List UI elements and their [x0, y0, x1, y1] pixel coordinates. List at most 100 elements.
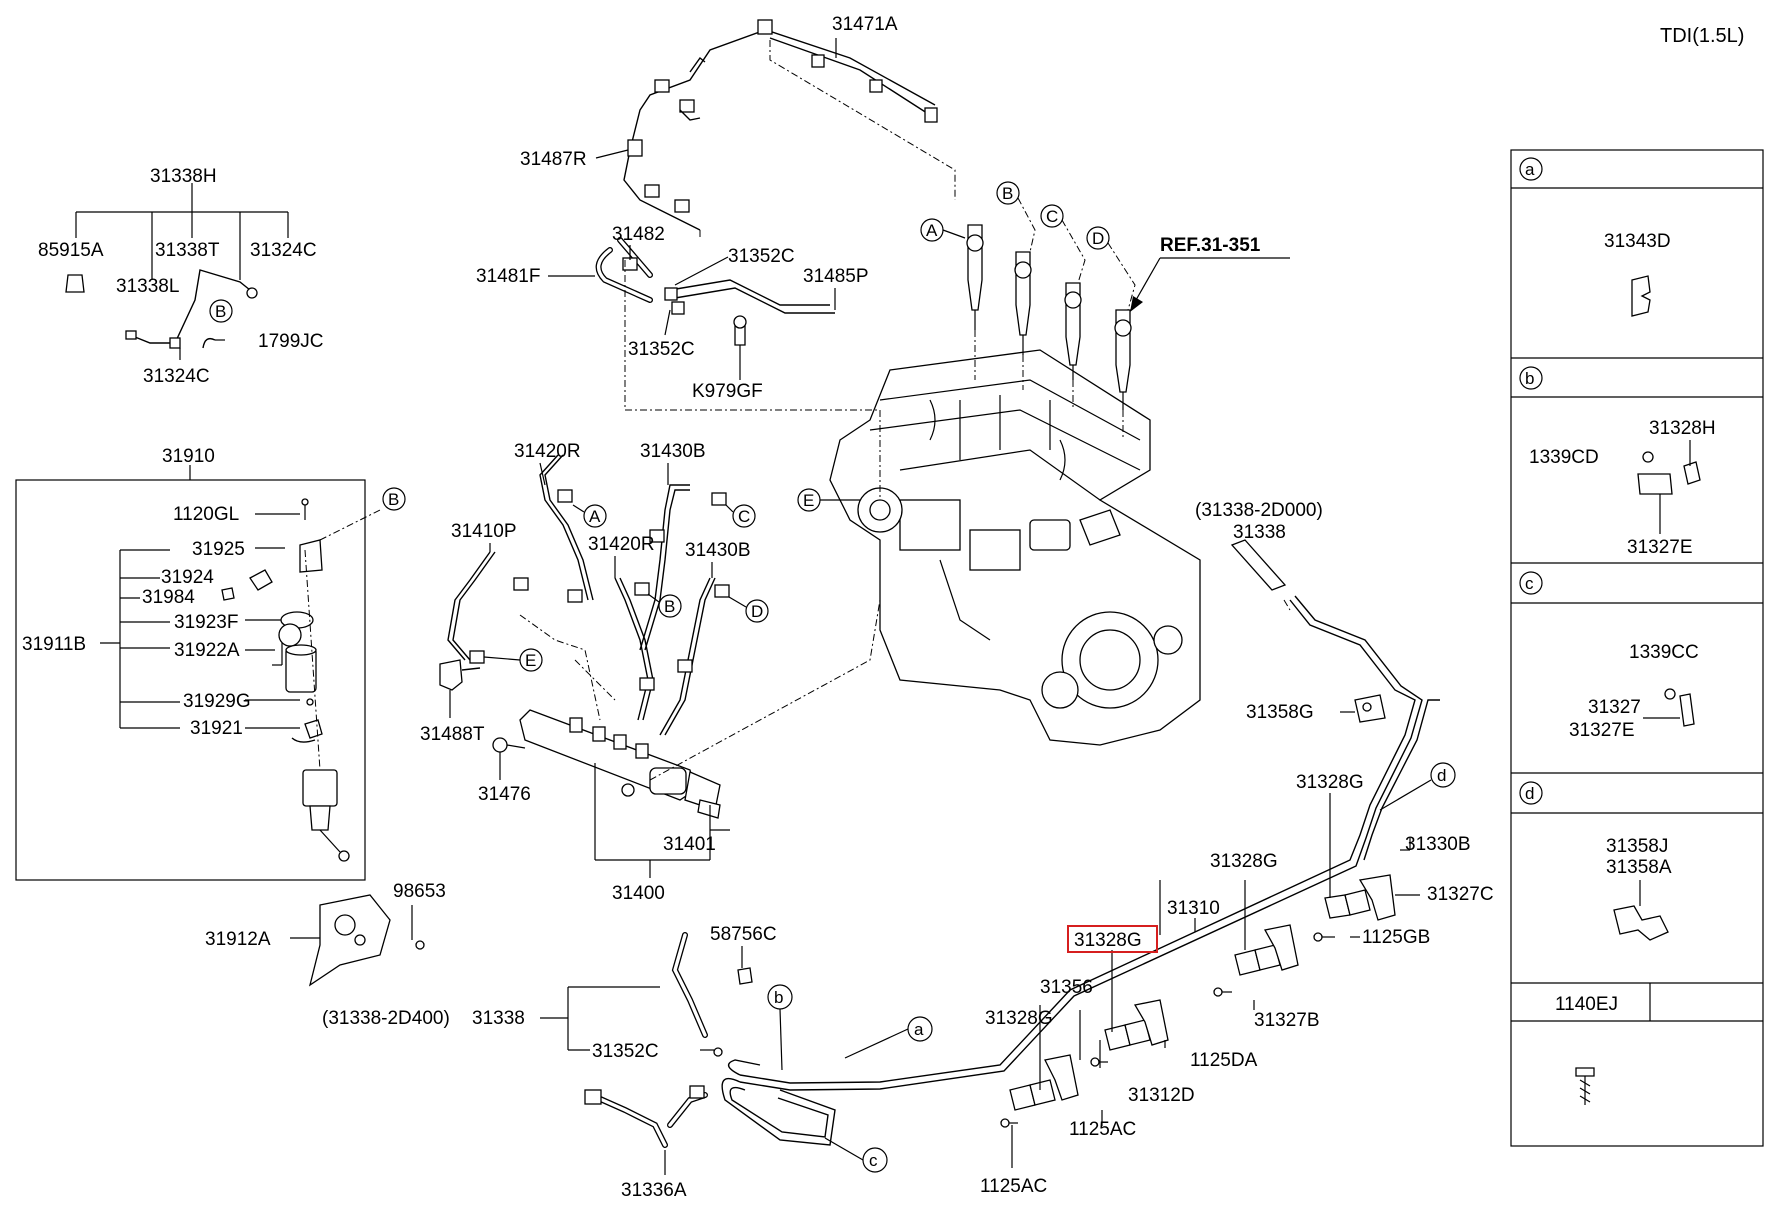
- label-1125DA: 1125DA: [1190, 1050, 1258, 1071]
- label-31924: 31924: [161, 567, 214, 588]
- return-line-assembly: [623, 19, 956, 240]
- svg-text:C: C: [1046, 207, 1058, 226]
- sidebar-b-part-0: 31328H: [1649, 418, 1716, 439]
- label-31420R-a: 31420R: [514, 441, 581, 462]
- svg-text:d: d: [1525, 784, 1534, 803]
- label-31420R-b: 31420R: [588, 534, 655, 555]
- label-1125AC-b: 1125AC: [980, 1176, 1047, 1197]
- label-31328G-b: 31328G: [1210, 851, 1278, 872]
- engine-block: [829, 349, 1201, 746]
- label-31310: 31310: [1167, 898, 1220, 919]
- label-31481F: 31481F: [476, 266, 540, 287]
- injector-d: [1114, 309, 1132, 410]
- svg-text:B: B: [1002, 184, 1013, 203]
- callout-D-line: D: [728, 596, 769, 623]
- svg-text:d: d: [1437, 766, 1446, 785]
- sidebar-key-a: [1519, 157, 1543, 181]
- label-31338T: 31338T: [155, 240, 220, 261]
- part-labels: 31471A 31487R 31482 31481F 31352C 31485P…: [22, 14, 1494, 1201]
- svg-text:B: B: [388, 490, 399, 509]
- label-31327B: 31327B: [1254, 1010, 1320, 1031]
- callout-a-feed: a: [844, 1016, 933, 1059]
- label-85915A: 85915A: [38, 240, 104, 261]
- label-31410P: 31410P: [451, 521, 517, 542]
- callout-A-line: A: [572, 504, 607, 528]
- sidebar-key-d: [1519, 781, 1543, 805]
- sidebar-d-part-1: 31358A: [1606, 857, 1672, 878]
- label-K979GF: K979GF: [692, 381, 763, 402]
- svg-text:REF.31-351: REF.31-351: [1160, 235, 1261, 256]
- label-31912A: 31912A: [205, 929, 271, 950]
- label-31476: 31476: [478, 784, 531, 805]
- label-31324C-a: 31324C: [250, 240, 317, 261]
- callout-A-injector: A: [920, 218, 966, 242]
- sidebar-b-part-1: 1339CD: [1529, 447, 1599, 468]
- label-31338-2D400: (31338-2D400): [322, 1008, 450, 1029]
- common-rail-31400: [492, 599, 881, 861]
- svg-text:E: E: [803, 491, 814, 510]
- label-31328G-highlighted: 31328G: [1074, 930, 1142, 951]
- sidebar-key-table: a 31343D b 31328H 1339CD 31327E c 1339CC…: [1510, 149, 1764, 1147]
- engine-type-label: TDI(1.5L): [1660, 25, 1744, 47]
- svg-text:a: a: [1525, 160, 1535, 179]
- label-31430B-b: 31430B: [685, 540, 751, 561]
- label-31430B-a: 31430B: [640, 441, 706, 462]
- callout-b-feed: b: [767, 984, 793, 1071]
- sidebar-d-part-0: 31358J: [1606, 836, 1668, 857]
- label-31921: 31921: [190, 718, 243, 739]
- label-31352C-a: 31352C: [728, 246, 795, 267]
- callout-B-injector: B: [996, 181, 1036, 253]
- svg-text:b: b: [774, 988, 783, 1007]
- hose-31338-2D400: [584, 932, 753, 1148]
- label-1125GB: 1125GB: [1362, 927, 1430, 948]
- label-1799JC: 1799JC: [258, 331, 324, 352]
- sensor-harness-31338H: [65, 183, 289, 360]
- label-31925: 31925: [192, 539, 245, 560]
- callout-d-feed: d: [1379, 762, 1456, 811]
- label-31471A: 31471A: [832, 14, 898, 35]
- svg-text:b: b: [1525, 369, 1534, 388]
- label-31929G: 31929G: [183, 691, 251, 712]
- sidebar-c-part-0: 1339CC: [1629, 642, 1699, 663]
- label-31328G-a: 31328G: [1296, 772, 1364, 793]
- label-31336A: 31336A: [621, 1180, 687, 1201]
- callout-C-line: C: [725, 504, 756, 528]
- label-31356: 31356: [1040, 977, 1093, 998]
- sidebar-a-part-0: 31343D: [1604, 231, 1671, 252]
- svg-text:C: C: [738, 507, 750, 526]
- label-31911B: 31911B: [22, 634, 86, 655]
- svg-text:B: B: [664, 597, 675, 616]
- label-31338H: 31338H: [150, 166, 217, 187]
- svg-text:E: E: [525, 651, 536, 670]
- label-31910: 31910: [162, 446, 215, 467]
- label-31338-b: 31338: [472, 1008, 525, 1029]
- callout-E-engine: E: [797, 488, 860, 512]
- label-31352C-c: 31352C: [592, 1041, 659, 1062]
- label-31338-2D000: (31338-2D000): [1195, 500, 1323, 521]
- label-31328G-c: 31328G: [985, 1008, 1053, 1029]
- label-31358G: 31358G: [1246, 702, 1314, 723]
- label-31330B: 31330B: [1405, 834, 1471, 855]
- label-31984: 31984: [142, 587, 195, 608]
- sidebar-key-b: [1519, 366, 1543, 390]
- injectors: [966, 224, 1132, 440]
- label-58756C: 58756C: [710, 924, 777, 945]
- label-31485P: 31485P: [803, 266, 869, 287]
- label-31922A: 31922A: [174, 640, 240, 661]
- fuel-filter-box: [15, 465, 381, 881]
- label-31923F: 31923F: [174, 612, 238, 633]
- high-pressure-lines: [447, 454, 730, 736]
- label-31338L: 31338L: [116, 276, 179, 297]
- label-31324C-b: 31324C: [143, 366, 210, 387]
- label-31400: 31400: [612, 883, 665, 904]
- label-31401: 31401: [663, 834, 716, 855]
- svg-text:D: D: [751, 602, 763, 621]
- svg-text:A: A: [926, 221, 938, 240]
- label-31487R: 31487R: [520, 149, 587, 170]
- svg-text:A: A: [589, 507, 601, 526]
- highlight-box-31328G: [1067, 925, 1158, 953]
- injector-c: [1064, 282, 1082, 380]
- label-1120GL: 1120GL: [173, 504, 239, 525]
- label-98653: 98653: [393, 881, 446, 902]
